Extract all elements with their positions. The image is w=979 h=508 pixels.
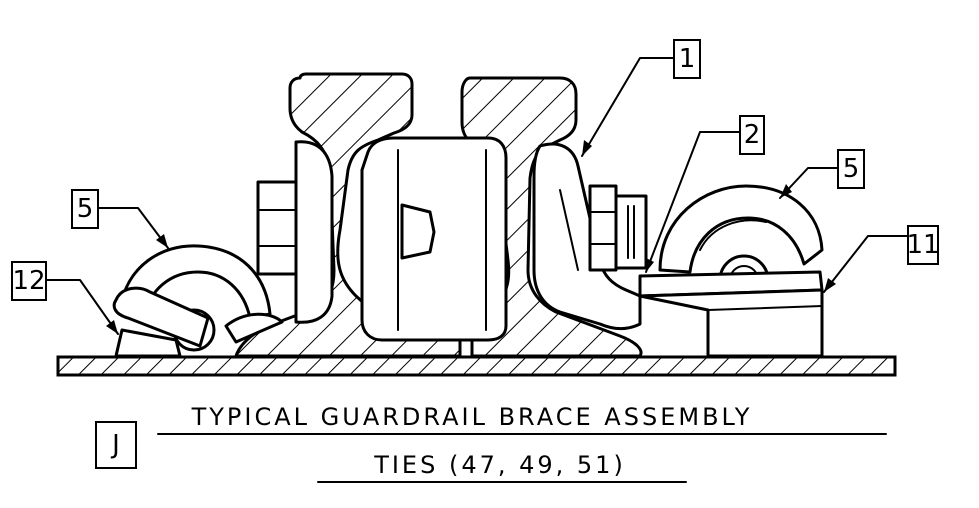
- callout-12-label: 12: [12, 266, 45, 296]
- callout-1: 1: [581, 39, 701, 157]
- callout-5-right: 5: [779, 149, 865, 199]
- callout-11-label: 11: [906, 230, 939, 260]
- filler-block: [360, 136, 508, 342]
- brace-part-1: [532, 142, 642, 330]
- callout-1-label: 1: [679, 44, 696, 74]
- shoulder-part-11: [638, 270, 824, 358]
- caption-letter: J: [110, 430, 120, 460]
- callout-5-left: 5: [71, 189, 169, 249]
- tie-base: [56, 355, 897, 377]
- callout-5-right-label: 5: [843, 154, 860, 184]
- callout-11: 11: [823, 225, 940, 293]
- clip-left: [112, 244, 272, 352]
- nut-washer-part-2: [588, 184, 648, 272]
- callout-2-label: 2: [744, 120, 761, 150]
- callout-12: 12: [11, 261, 119, 335]
- callout-2: 2: [645, 115, 765, 273]
- shoulder-part-12: [114, 312, 284, 358]
- bolt-head-left: [256, 140, 334, 324]
- caption-subtitle: TIES (47, 49, 51): [373, 451, 626, 479]
- caption-title: TYPICAL GUARDRAIL BRACE ASSEMBLY: [191, 403, 753, 431]
- caption: J TYPICAL GUARDRAIL BRACE ASSEMBLY TIES …: [95, 403, 887, 483]
- callout-5-left-label: 5: [77, 194, 94, 224]
